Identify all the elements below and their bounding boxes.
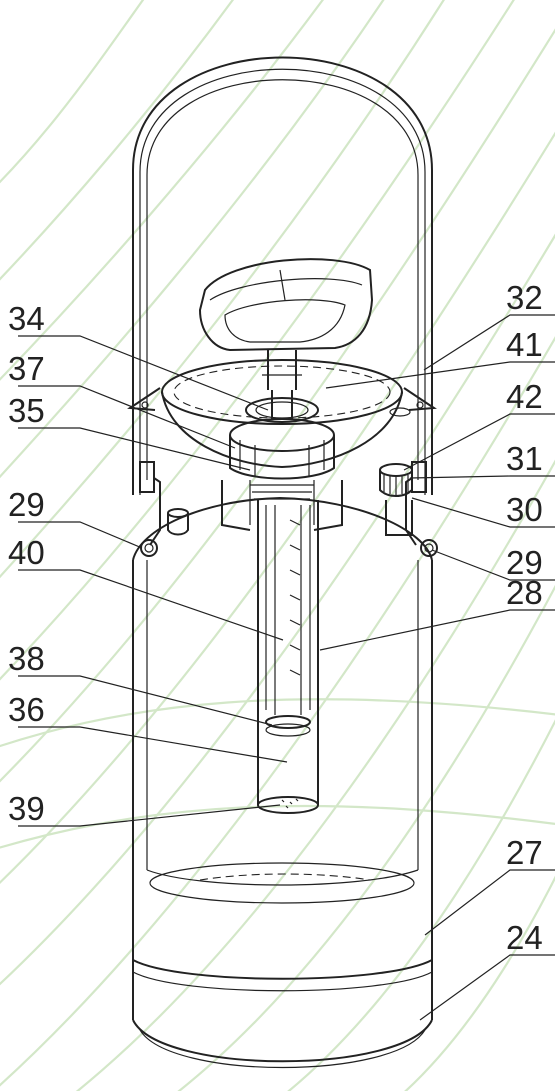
label-29-left: 29 — [8, 486, 45, 523]
label-27: 27 — [506, 834, 543, 871]
labels-right: 32 41 42 31 30 29 28 27 24 — [506, 279, 543, 956]
label-34: 34 — [8, 300, 45, 337]
label-41: 41 — [506, 326, 543, 363]
pump-handle — [198, 258, 374, 420]
label-37: 37 — [8, 350, 45, 387]
leader-lines-left — [18, 335, 288, 827]
label-30: 30 — [506, 491, 543, 528]
label-35: 35 — [8, 392, 45, 429]
container-body — [132, 496, 433, 1068]
label-38: 38 — [8, 640, 45, 677]
label-24: 24 — [506, 919, 543, 956]
lid-funnel — [127, 359, 437, 531]
label-36: 36 — [8, 691, 45, 728]
labels-left: 34 37 35 29 40 38 36 39 — [8, 300, 45, 827]
label-42: 42 — [506, 378, 543, 415]
label-32: 32 — [506, 279, 543, 316]
label-31: 31 — [506, 440, 543, 477]
label-40: 40 — [8, 534, 45, 571]
pump-cylinder — [257, 500, 319, 814]
hinge-left — [139, 461, 161, 557]
cover-dome — [132, 56, 433, 495]
label-29-right: 29 — [506, 544, 543, 581]
central-nut — [229, 397, 335, 500]
valve-left — [167, 508, 189, 536]
leader-lines-right — [319, 314, 555, 1021]
label-28: 28 — [506, 574, 543, 611]
label-39: 39 — [8, 790, 45, 827]
